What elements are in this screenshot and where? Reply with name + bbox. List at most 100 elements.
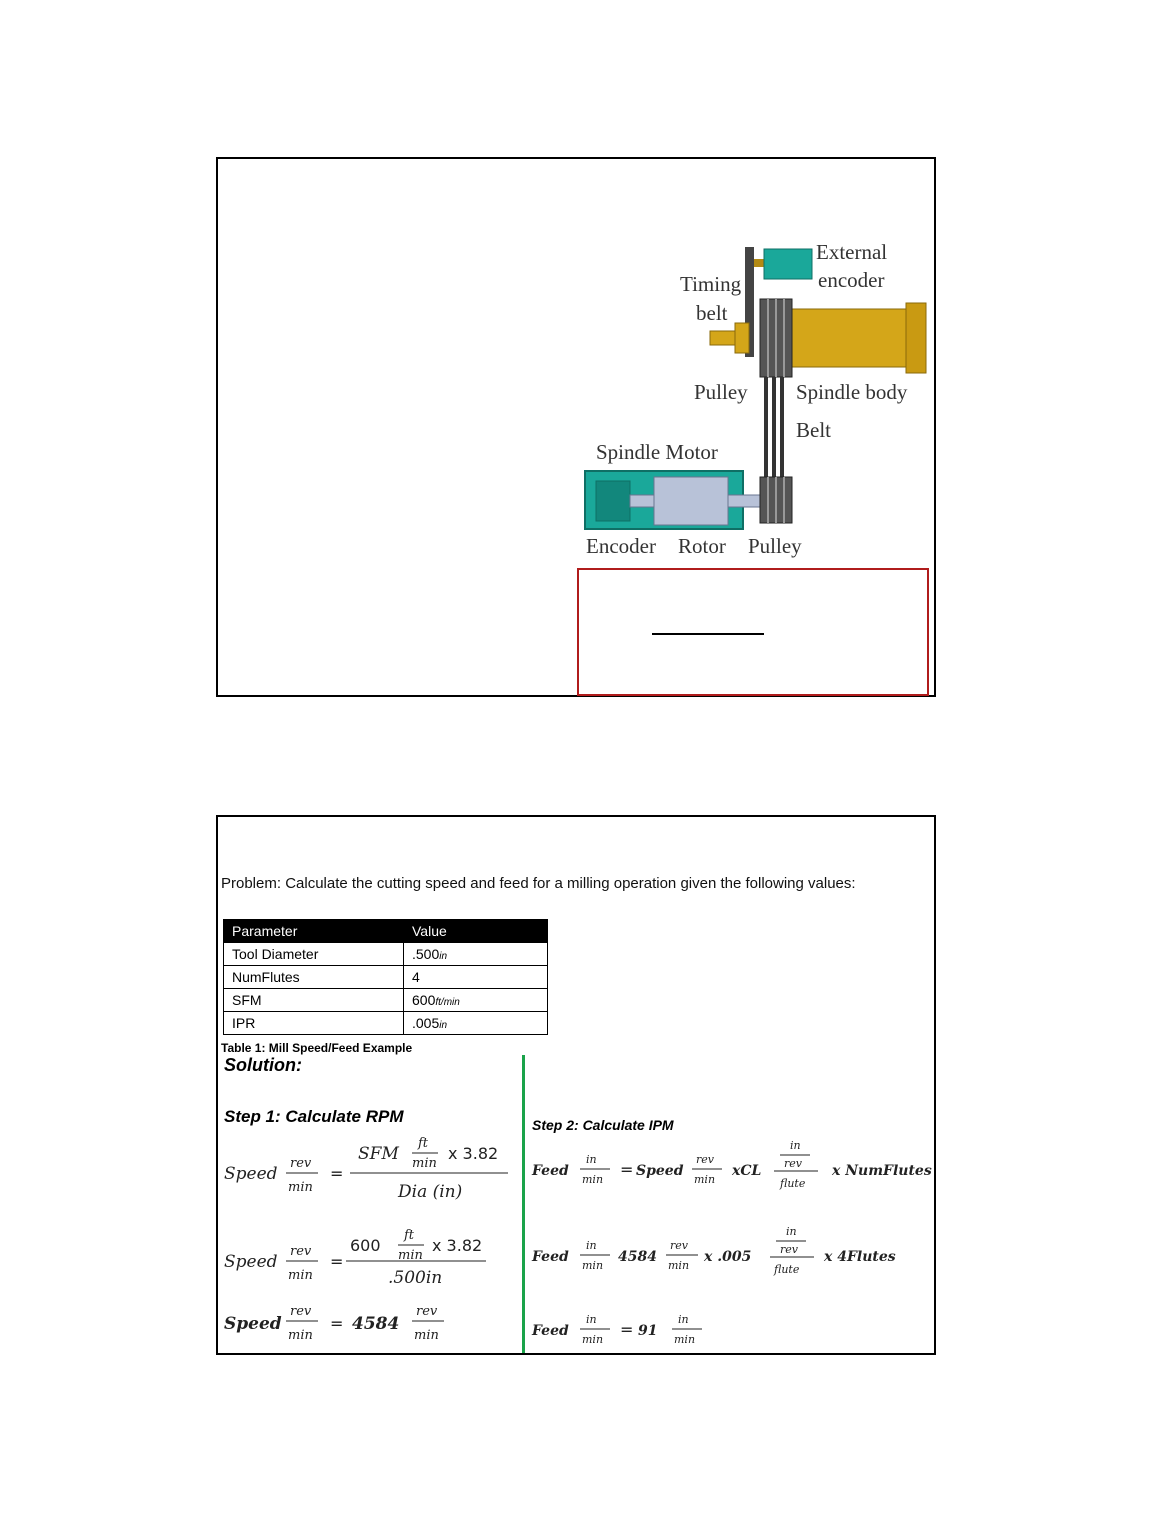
step2-heading: Step 2: Calculate IPM (532, 1117, 674, 1133)
rpm-result: Speed rev min = 4584 rev min (224, 1304, 444, 1343)
svg-text:in: in (786, 1225, 797, 1238)
table-row: Tool Diameter .500in (223, 942, 548, 966)
rpm-formula: Speed rev min = SFM ft min x 3.82 Dia (i… (224, 1136, 508, 1202)
label-spindle-body: Spindle body (796, 380, 908, 404)
svg-text:x 4Flutes: x 4Flutes (823, 1249, 896, 1265)
param-name: Tool Diameter (223, 942, 404, 966)
param-value: 600ft/min (403, 988, 548, 1012)
svg-text:min: min (288, 1180, 313, 1195)
svg-text:rev: rev (290, 1156, 312, 1171)
svg-text:min: min (288, 1328, 313, 1343)
table-header-row: Parameter Value (223, 919, 548, 943)
table-row: NumFlutes 4 (223, 965, 548, 989)
column-header: Parameter (223, 919, 404, 943)
motor-encoder-shape (595, 480, 631, 522)
label-pulley-bottom: Pulley (748, 534, 802, 558)
ipm-formula: Feed in min = Speed rev min xCL in rev f… (531, 1139, 932, 1190)
svg-text:in: in (790, 1139, 801, 1152)
problem-statement: Problem: Calculate the cutting speed and… (221, 875, 856, 892)
external-encoder-shape (763, 248, 813, 280)
param-name: IPR (223, 1011, 404, 1035)
svg-text:min: min (674, 1333, 695, 1346)
svg-text:in: in (586, 1313, 597, 1326)
label-rotor: Rotor (678, 534, 726, 558)
table-row: SFM 600ft/min (223, 988, 548, 1012)
svg-text:x 3.82: x 3.82 (448, 1144, 498, 1163)
svg-text:=: = (330, 1252, 343, 1271)
svg-text:rev: rev (784, 1157, 803, 1170)
svg-text:x .005: x .005 (703, 1249, 751, 1265)
svg-text:=: = (620, 1160, 633, 1179)
solution-heading: Solution: (224, 1055, 302, 1075)
svg-text:min: min (288, 1268, 313, 1283)
label-encoder: Encoder (586, 534, 656, 558)
svg-text:min: min (582, 1173, 603, 1186)
svg-text:.500in: .500in (388, 1268, 442, 1288)
svg-text:min: min (398, 1248, 423, 1263)
highlight-box (577, 568, 929, 696)
rpm-substitution: Speed rev min = 600 ft min x 3.82 .500in (224, 1228, 486, 1288)
label-timing: Timing (680, 272, 742, 296)
svg-text:min: min (694, 1173, 715, 1186)
blank-underline (652, 633, 764, 635)
timing-belt-shape (745, 247, 754, 357)
svg-text:rev: rev (670, 1239, 689, 1252)
svg-text:flute: flute (773, 1263, 800, 1276)
svg-text:ft: ft (417, 1136, 429, 1151)
label-belt: Belt (796, 418, 831, 442)
column-divider (522, 1055, 525, 1353)
svg-text:600: 600 (350, 1236, 381, 1255)
formula-area: Speed rev min = SFM ft min x 3.82 Dia (i… (224, 1136, 932, 1346)
svg-text:min: min (582, 1259, 603, 1272)
svg-text:Speed: Speed (224, 1252, 278, 1272)
svg-text:rev: rev (780, 1243, 799, 1256)
spindle-slide: External encoder Timing belt Pulley Spin… (216, 157, 936, 697)
step1-heading: Step 1: Calculate RPM (224, 1107, 404, 1126)
param-value: .500in (403, 942, 548, 966)
svg-text:min: min (582, 1333, 603, 1346)
ipm-result: Feed in min = 91 in min (531, 1313, 702, 1346)
table-caption: Table 1: Mill Speed/Feed Example (221, 1041, 413, 1055)
parameter-table: Parameter Value Tool Diameter .500in Num… (223, 919, 548, 1035)
svg-text:Speed: Speed (224, 1314, 282, 1334)
ipm-substitution: Feed in min 4584 rev min x .005 in rev f… (531, 1225, 896, 1276)
encoder-shaft (754, 259, 766, 267)
svg-text:SFM: SFM (358, 1144, 399, 1164)
svg-text:=: = (330, 1314, 343, 1333)
label-spindle-motor: Spindle Motor (596, 440, 718, 464)
svg-text:x NumFlutes: x NumFlutes (831, 1163, 932, 1179)
svg-text:4584: 4584 (352, 1314, 399, 1334)
svg-text:Dia (in): Dia (in) (397, 1182, 462, 1202)
rotor-shape (653, 476, 729, 526)
param-name: SFM (223, 988, 404, 1012)
spindle-body-shape (791, 308, 911, 368)
svg-text:min: min (414, 1328, 439, 1343)
svg-text:rev: rev (290, 1244, 312, 1259)
svg-text:in: in (586, 1153, 597, 1166)
svg-text:in: in (586, 1239, 597, 1252)
svg-text:rev: rev (416, 1304, 438, 1319)
svg-text:in: in (678, 1313, 689, 1326)
speed-feed-slide: Problem: Calculate the cutting speed and… (216, 815, 936, 1355)
svg-text:rev: rev (696, 1153, 715, 1166)
speed-term: Speed (224, 1164, 278, 1184)
spindle-end (905, 302, 927, 374)
column-header: Value (403, 919, 548, 943)
svg-text:Feed: Feed (531, 1163, 569, 1179)
spindle-collar (734, 322, 750, 354)
svg-text:=: = (620, 1320, 633, 1339)
svg-text:xCL: xCL (731, 1163, 761, 1179)
svg-text:min: min (412, 1156, 437, 1171)
svg-text:ft: ft (403, 1228, 415, 1243)
svg-text:x 3.82: x 3.82 (432, 1236, 482, 1255)
param-value: .005in (403, 1011, 548, 1035)
label-pulley-top: Pulley (694, 380, 748, 404)
svg-text:rev: rev (290, 1304, 312, 1319)
svg-text:flute: flute (779, 1177, 806, 1190)
svg-text:min: min (668, 1259, 689, 1272)
svg-text:=: = (330, 1164, 343, 1183)
svg-text:91: 91 (638, 1323, 657, 1339)
label-external: External (816, 240, 887, 264)
table-row: IPR .005in (223, 1011, 548, 1035)
param-name: NumFlutes (223, 965, 404, 989)
